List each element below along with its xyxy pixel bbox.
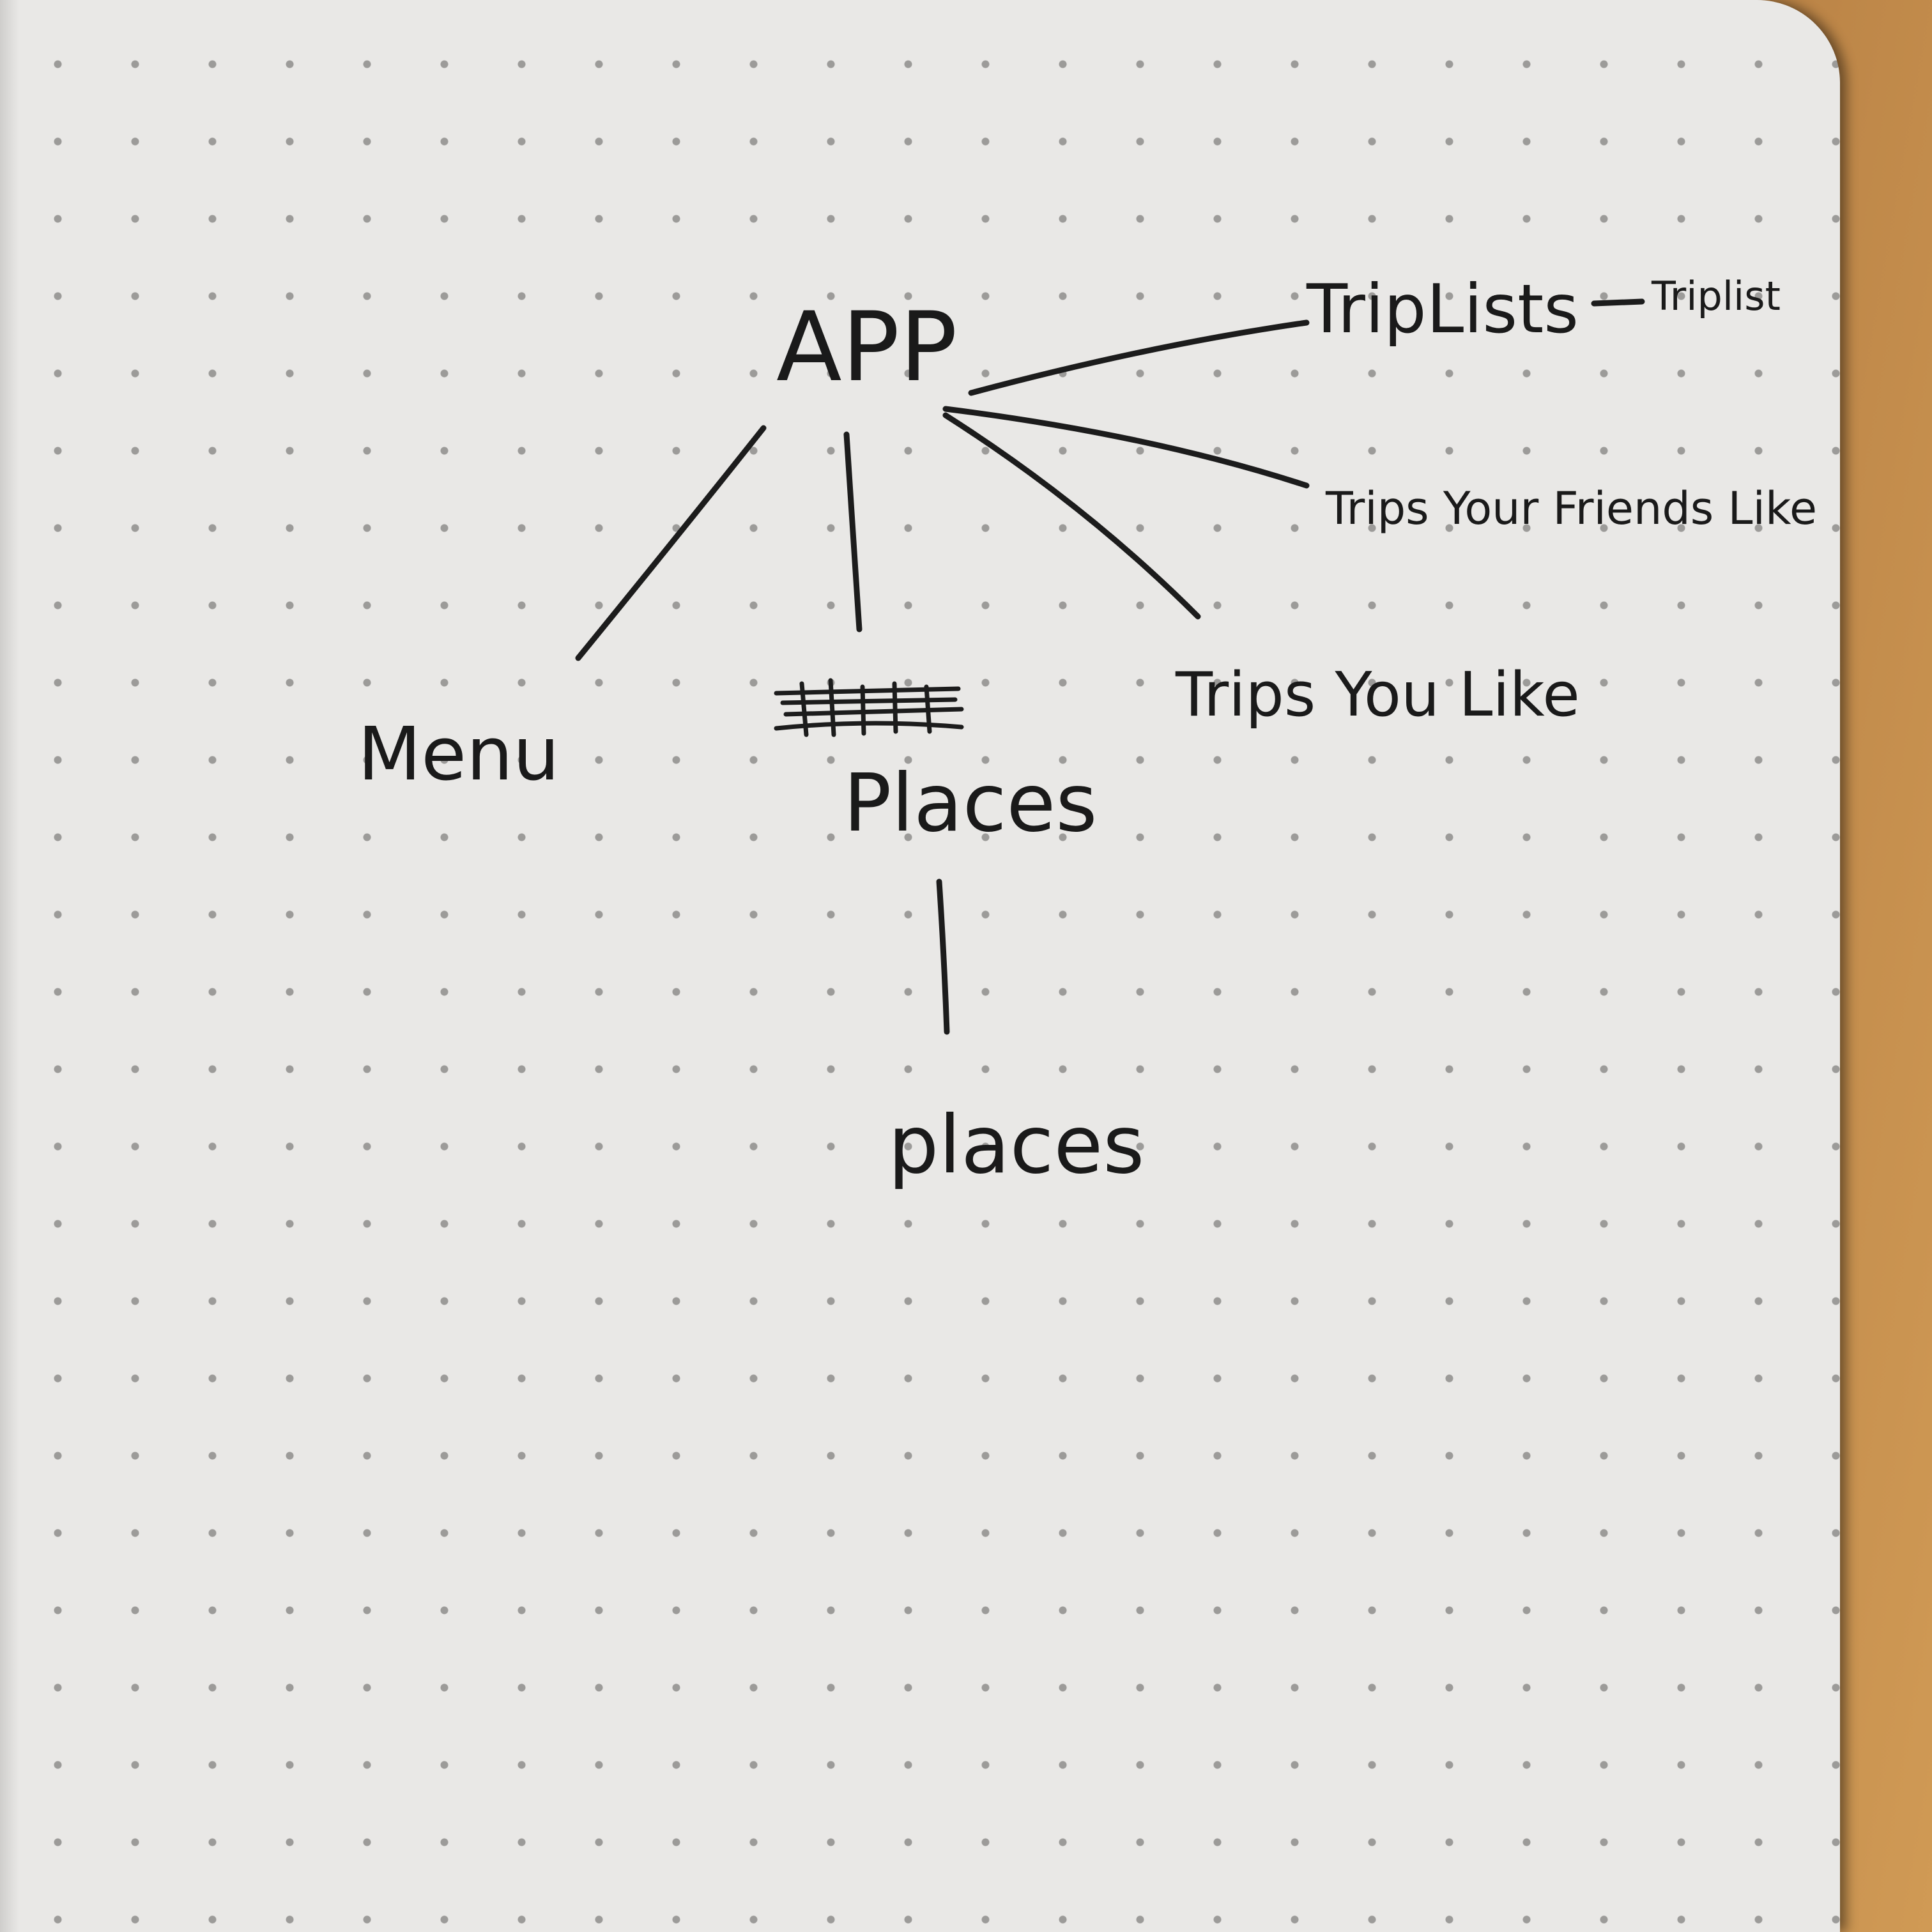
node-trips-your-friends-like: Trips Your Friends Like [1325, 482, 1817, 535]
edge-app-trips-your-friends-like [942, 406, 1310, 489]
edge-app-places [843, 431, 862, 632]
dot-grid-notebook-page [0, 0, 1840, 1932]
node-places-child: places [888, 1099, 1144, 1192]
node-triplists: TripLists [1306, 270, 1579, 348]
node-triplist: Triplist [1651, 273, 1781, 319]
node-places: Places [843, 757, 1097, 850]
node-app: APP [776, 292, 958, 403]
edge-app-menu [575, 425, 767, 661]
edge-app-trips-you-like [942, 412, 1201, 620]
node-menu: Menu [358, 712, 560, 797]
edge-triplists-triplist [1591, 298, 1645, 307]
edge-app-triplists [968, 319, 1310, 396]
notebook-spine-shadow [0, 0, 19, 1932]
diagram-edges [575, 298, 1645, 1035]
edge-places-places-child [936, 878, 950, 1035]
crossed-out-word-scribble [774, 678, 964, 737]
node-trips-you-like: Trips You Like [1175, 660, 1580, 730]
